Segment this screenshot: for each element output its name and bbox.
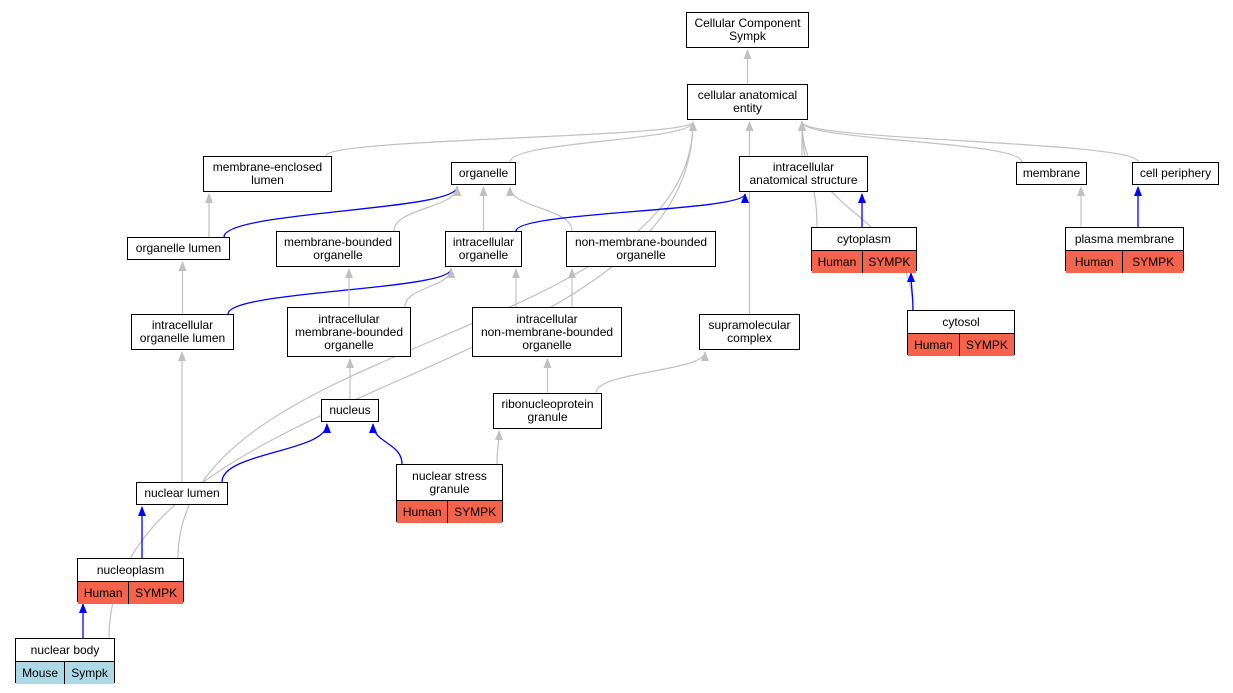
node-ribonucleoprotein-granule[interactable]: ribonucleoprotein granule	[493, 393, 602, 429]
node-label: organelle lumen	[135, 241, 222, 255]
node-label: nuclear stress granule	[412, 468, 487, 496]
tag-gene: SYMPK	[861, 251, 917, 273]
node-label: membrane	[1022, 166, 1081, 180]
node-cellular-anatomical-entity[interactable]: cellular anatomical entity	[687, 84, 808, 120]
node-label: intracellular organelle	[452, 235, 515, 262]
edge-is-a-nucbody-to-cae	[108, 121, 697, 639]
node-label: intracellular non-membrane-bounded organ…	[480, 311, 614, 352]
node-membrane-bounded-organelle[interactable]: membrane-bounded organelle	[276, 231, 400, 267]
tag-species: Human	[78, 582, 129, 604]
node-label: membrane-enclosed lumen	[212, 160, 323, 187]
node-label: Cellular Component Sympk	[694, 16, 801, 43]
edge-part-of-iol-to-intorg	[227, 268, 455, 315]
node-label: intracellular anatomical structure	[749, 160, 858, 187]
node-label: nucleoplasm	[96, 562, 165, 577]
node-label: membrane-bounded organelle	[283, 235, 393, 262]
node-membrane[interactable]: membrane	[1016, 162, 1087, 185]
node-intracellular-organelle[interactable]: intracellular organelle	[445, 231, 522, 267]
edge-is-a-mbo-to-organelle	[393, 186, 461, 232]
tag-gene: SYMPK	[447, 501, 503, 523]
edge-part-of-nuclumen-to-nucleus	[221, 423, 331, 483]
node-organelle-lumen[interactable]: organelle lumen	[127, 237, 230, 260]
edge-part-of-orglumen-to-organelle	[223, 186, 461, 238]
edge-is-a-mel-to-cae	[325, 121, 697, 157]
node-nuclear-lumen[interactable]: nuclear lumen	[136, 482, 228, 505]
edge-part-of-nsg-to-nucleus	[369, 423, 403, 465]
edge-part-of-intorg-to-ias	[515, 193, 749, 232]
node-label: cytoplasm	[836, 231, 892, 246]
node-label: supramolecular complex	[708, 318, 791, 345]
node-label: intracellular membrane-bounded organelle	[294, 311, 404, 352]
node-label: cytosol	[942, 314, 980, 329]
edge-is-a-organelle-to-cae	[509, 121, 697, 163]
node-intracellular-membrane-bounded-organelle[interactable]: intracellular membrane-bounded organelle	[287, 307, 411, 357]
tag-gene: SYMPK	[128, 582, 184, 604]
tag-gene: Sympk	[64, 662, 114, 684]
edge-is-a-imbo-to-intorg	[404, 268, 455, 308]
node-non-membrane-bounded-organelle[interactable]: non-membrane-bounded organelle	[566, 231, 716, 267]
node-nucleus[interactable]: nucleus	[321, 399, 379, 422]
node-label: organelle	[458, 166, 509, 180]
node-intracellular-organelle-lumen[interactable]: intracellular organelle lumen	[131, 314, 234, 350]
edge-is-a-cellper-to-cae	[798, 121, 1139, 163]
node-label: intracellular organelle lumen	[139, 318, 226, 345]
node-supramolecular-complex[interactable]: supramolecular complex	[699, 314, 800, 350]
tag-gene: SYMPK	[1122, 251, 1184, 273]
node-label: non-membrane-bounded organelle	[574, 235, 708, 262]
node-intracellular-anatomical-structure[interactable]: intracellular anatomical structure	[739, 156, 868, 192]
tag-gene: SYMPK	[958, 334, 1015, 356]
node-cellular-component-root[interactable]: Cellular Component Sympk	[686, 12, 809, 48]
tag-species: Human	[908, 334, 959, 356]
edge-is-a-rnpg-to-supra	[595, 351, 709, 394]
tag-species: Human	[812, 251, 862, 273]
tag-species: Mouse	[16, 662, 65, 684]
tag-species: Human	[1066, 251, 1123, 273]
node-label: cell periphery	[1139, 166, 1212, 180]
edge-is-a-nmbo-to-organelle	[506, 186, 573, 232]
node-membrane-enclosed-lumen[interactable]: membrane-enclosed lumen	[203, 156, 332, 192]
tag-species: Human	[397, 501, 448, 523]
node-label: ribonucleoprotein granule	[501, 397, 594, 424]
node-label: nuclear body	[30, 642, 100, 657]
node-label: cellular anatomical entity	[697, 88, 798, 115]
edge-part-of-cytosol-to-cytoplasm	[907, 272, 916, 311]
node-label: nucleus	[329, 403, 371, 417]
node-label: plasma membrane	[1074, 231, 1175, 246]
node-organelle[interactable]: organelle	[451, 162, 516, 185]
edge-is-a-membrane-to-cae	[798, 121, 1023, 163]
edge-is-a-nsg-to-rnpg	[494, 430, 503, 465]
edge-is-a-nucleoplasm-to-cae	[177, 121, 697, 559]
node-label: nuclear lumen	[144, 486, 220, 500]
node-cell-periphery[interactable]: cell periphery	[1132, 162, 1219, 185]
node-intracellular-non-membrane-bounded-organelle[interactable]: intracellular non-membrane-bounded organ…	[472, 307, 622, 357]
edge-is-a-cytosol-to-cae	[798, 121, 914, 311]
